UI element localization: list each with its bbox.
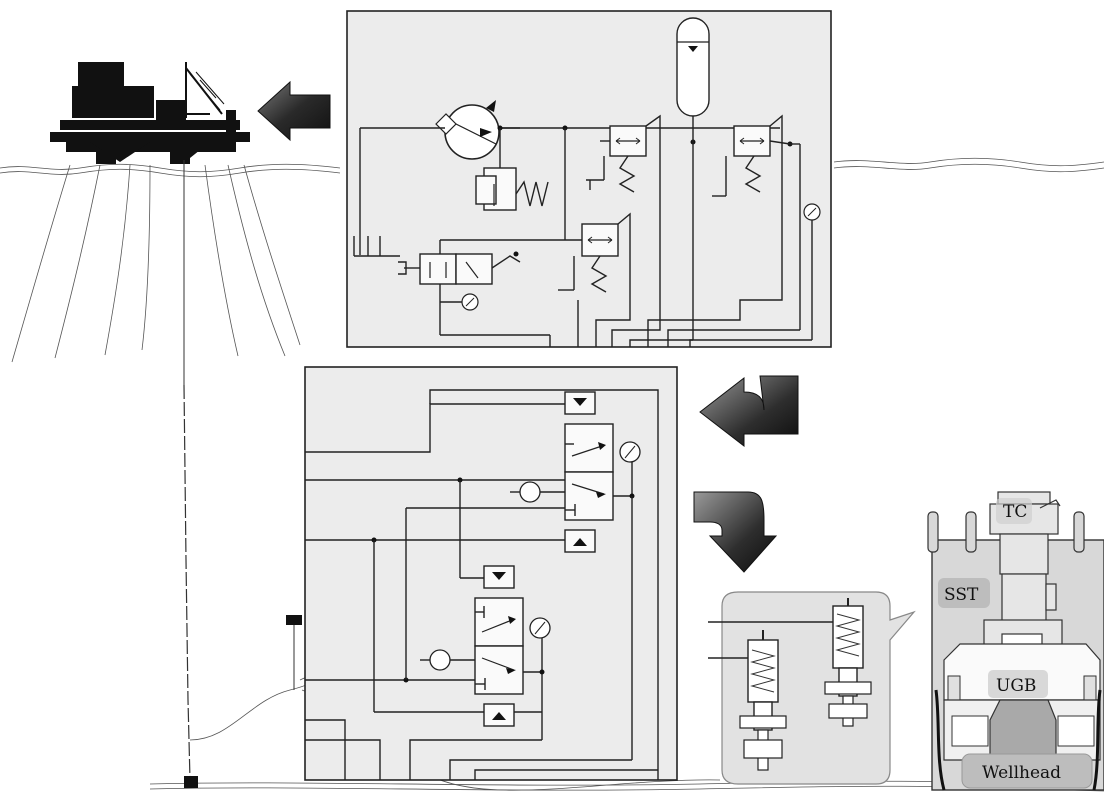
mooring-lines — [11, 164, 301, 363]
subsea-control-panel — [304, 366, 678, 781]
label-tc: TC — [1003, 502, 1027, 522]
arrow-to-platform — [257, 80, 331, 142]
subsea-tree: TC SST UGB Wellhead — [927, 491, 1104, 791]
surface-hydraulic-panel — [346, 10, 832, 348]
check-valve-icon-2 — [429, 649, 451, 671]
check-valve-icon — [519, 481, 541, 503]
actuator-right — [824, 598, 872, 727]
label-ugb: UGB — [996, 676, 1036, 696]
label-wellhead: Wellhead — [982, 763, 1061, 783]
label-sst: SST — [944, 585, 979, 605]
accumulator-icon — [676, 17, 710, 117]
actuator-left — [739, 630, 787, 771]
actuator-callout — [708, 591, 916, 785]
sea-surface — [0, 157, 1104, 178]
drilling-platform — [50, 62, 250, 164]
arrow-to-actuators — [693, 491, 778, 573]
arrow-to-subsea-panel — [699, 375, 799, 448]
